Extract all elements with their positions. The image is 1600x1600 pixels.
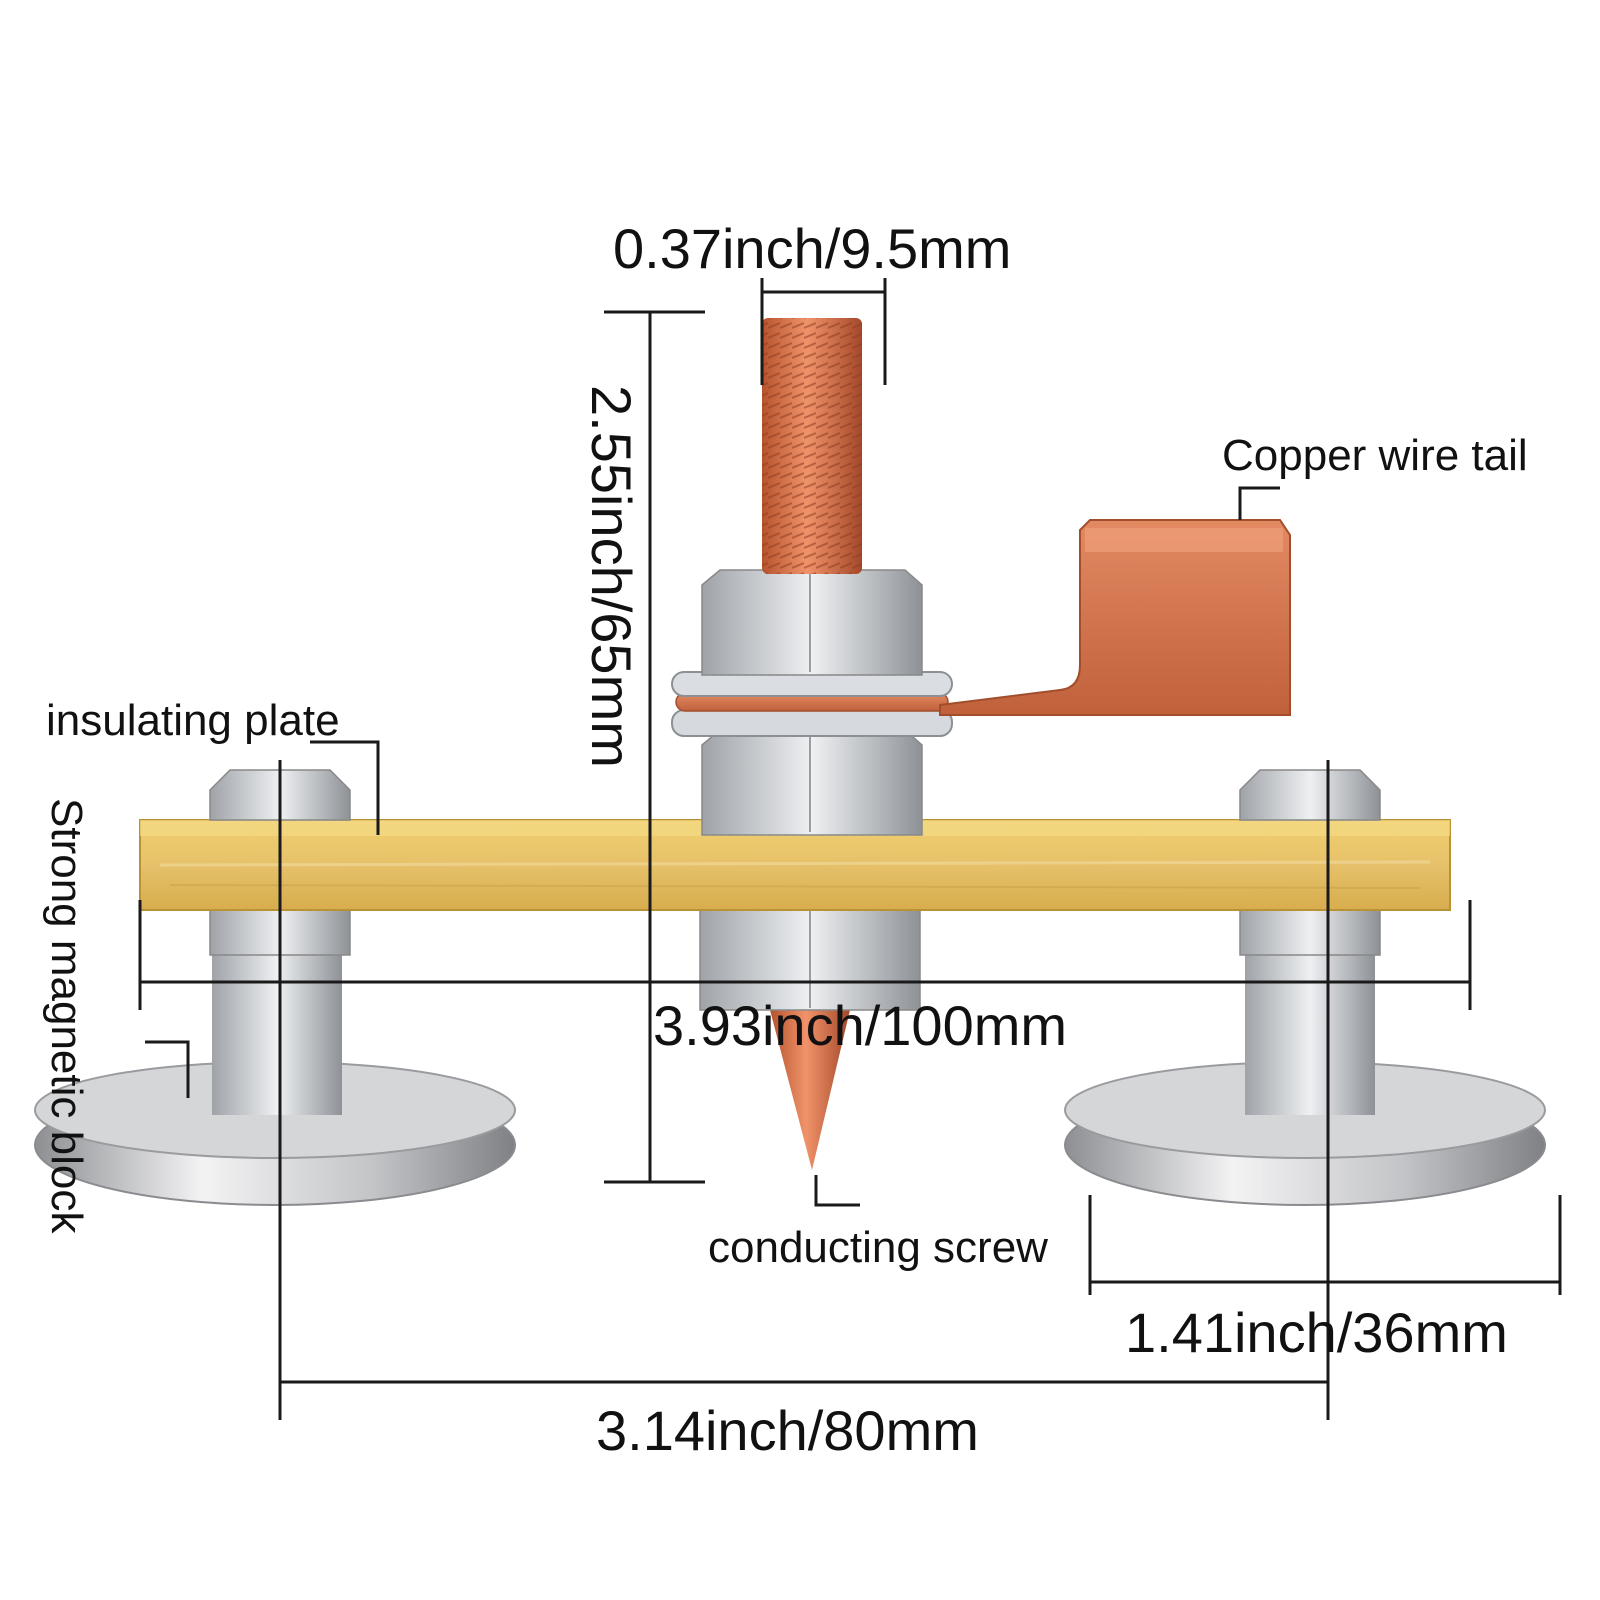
insulating-plate-leader [310, 740, 380, 835]
plate-length-label: 3.93inch/100mm [653, 994, 1067, 1057]
center-middle-nut [701, 729, 923, 836]
copper-wire-tail-leader [1238, 486, 1280, 520]
insulating-plate-label: insulating plate [46, 696, 340, 745]
top-nut [701, 569, 923, 676]
lower-washer [671, 709, 953, 737]
magnetic-block-label: Strong magnetic block [42, 798, 91, 1234]
magnetic-block-leader [145, 1040, 190, 1098]
height-label: 2.55inch/65mm [580, 385, 643, 768]
right-magnet [1064, 945, 1546, 1206]
left-magnet [34, 945, 516, 1206]
right-magnet-post [1245, 945, 1375, 1115]
conducting-screw-tip [770, 1010, 850, 1170]
copper-wire-tail-label: Copper wire tail [1222, 431, 1528, 480]
conducting-screw-leader [814, 1175, 860, 1207]
conducting-screw-label: conducting screw [708, 1223, 1048, 1272]
dimension-lines [138, 278, 1562, 1420]
magnet-diameter-label: 1.41inch/36mm [1125, 1301, 1508, 1364]
threaded-copper-screw [762, 318, 862, 574]
magnet-spacing-label: 3.14inch/80mm [596, 1399, 979, 1462]
copper-wire-tail [939, 519, 1291, 716]
left-magnet-post [212, 945, 342, 1115]
screw-diameter-label: 0.37inch/9.5mm [613, 217, 1011, 280]
right-bolt-head [1239, 769, 1381, 821]
